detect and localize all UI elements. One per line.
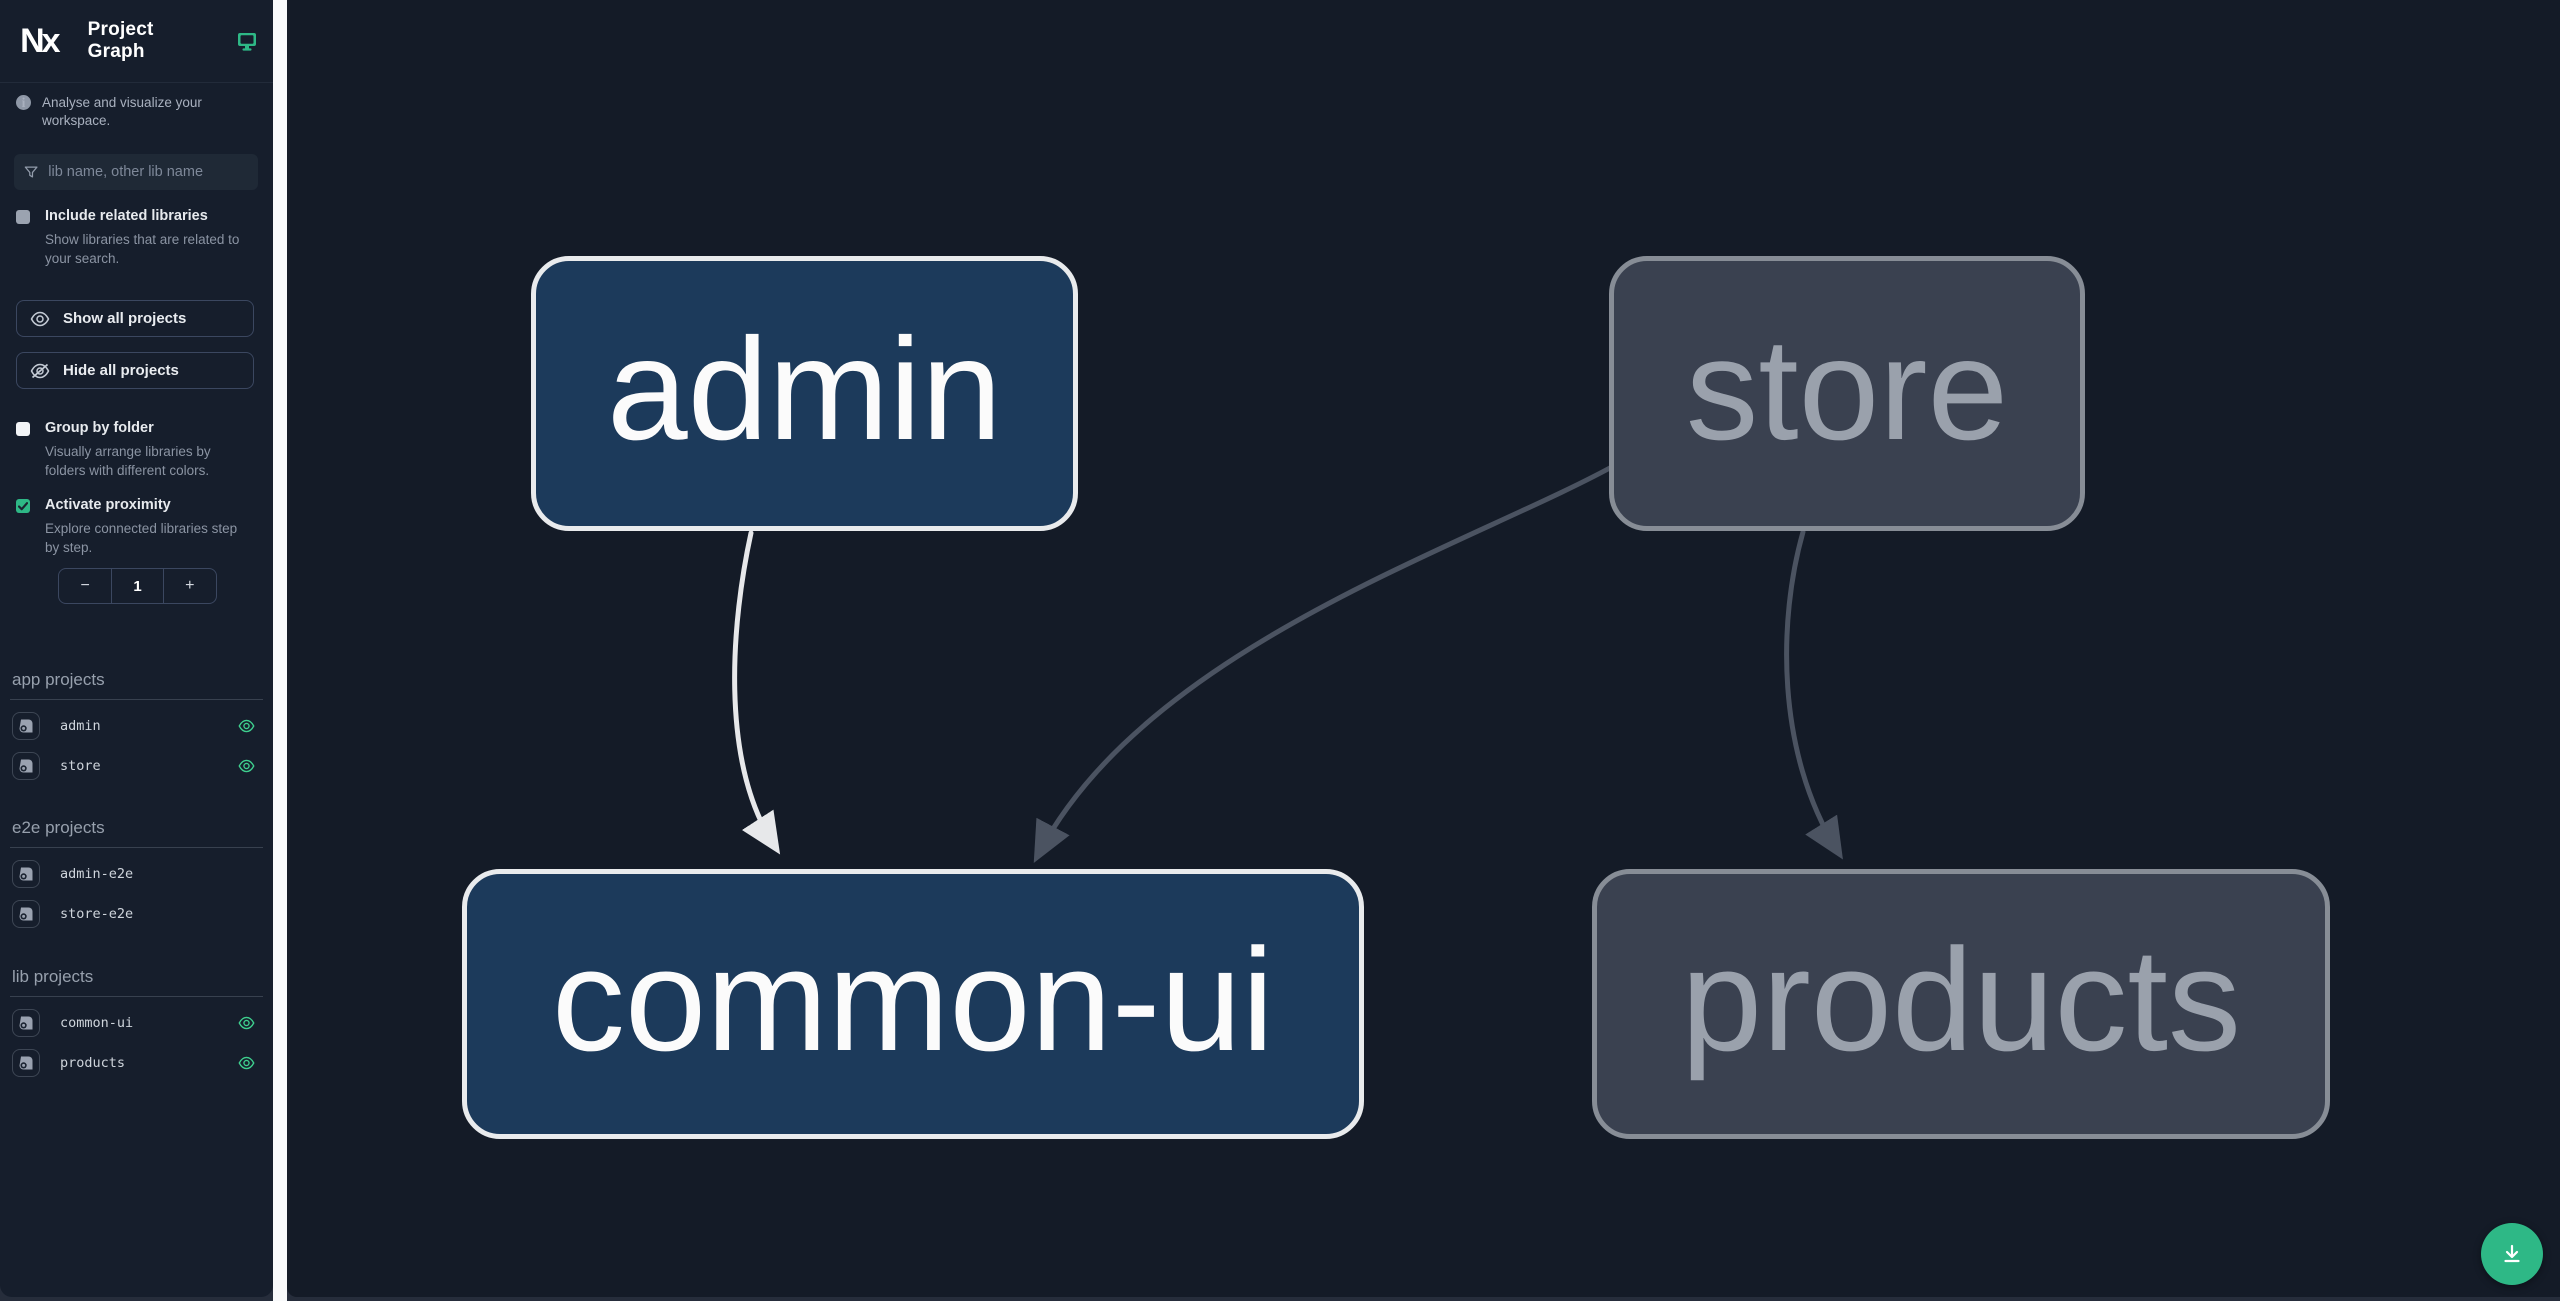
include-related-description: Show libraries that are related to your … (45, 231, 240, 267)
edge-store-to-common-ui[interactable] (1033, 460, 1622, 863)
project-name: admin-e2e (60, 866, 134, 882)
project-name: admin (60, 718, 101, 734)
project-row-store[interactable]: store (12, 752, 263, 780)
node-label: admin (607, 308, 1002, 470)
edge-store-to-products[interactable] (1784, 529, 1843, 860)
proximity-decrement-button[interactable]: − (59, 569, 111, 603)
node-label: products (1681, 918, 2241, 1081)
eye-toggle-icon[interactable] (238, 1056, 255, 1070)
section-title: lib projects (10, 967, 263, 997)
download-icon (2504, 1244, 2520, 1263)
project-row-admin[interactable]: admin (12, 712, 263, 740)
show-all-projects-button[interactable]: Show all projects (16, 300, 254, 337)
project-name: products (60, 1055, 126, 1071)
activate-proximity-checkbox[interactable] (16, 499, 30, 513)
activate-proximity-label: Activate proximity (45, 497, 171, 513)
eye-toggle-icon[interactable] (238, 759, 255, 773)
project-row-common-ui[interactable]: common-ui (12, 1009, 263, 1037)
section-title: e2e projects (10, 818, 263, 848)
hide-all-label: Hide all projects (63, 362, 179, 379)
proximity-increment-button[interactable]: + (164, 569, 216, 603)
eye-off-icon (30, 363, 50, 378)
download-graph-button[interactable] (2481, 1223, 2543, 1285)
funnel-icon (24, 166, 38, 178)
proximity-stepper: − 1 + (58, 568, 217, 604)
project-icon (12, 712, 40, 740)
group-by-folder-label: Group by folder (45, 420, 154, 436)
graph-edges (732, 460, 1843, 863)
eye-icon (30, 311, 50, 326)
section-title: app projects (10, 670, 263, 700)
project-row-admin-e2e[interactable]: admin-e2e (12, 860, 263, 888)
section-app-projects: app projects admin store (10, 670, 263, 792)
show-all-label: Show all projects (63, 310, 187, 327)
option-group-by-folder: Group by folder Visually arrange librari… (16, 420, 261, 480)
project-name: store (60, 758, 101, 774)
graph-canvas[interactable]: admin store common-ui products (287, 0, 2560, 1297)
workspace-intro: i Analyse and visualize your workspace. (16, 94, 263, 129)
graph-node-store[interactable]: store (1609, 256, 2085, 531)
eye-toggle-icon[interactable] (238, 719, 255, 733)
hide-all-projects-button[interactable]: Hide all projects (16, 352, 254, 389)
sidebar: Nx Project Graph i Analyse and visualize… (0, 0, 273, 1297)
group-by-folder-checkbox[interactable] (16, 422, 30, 436)
activate-proximity-description: Explore connected libraries step by step… (45, 520, 238, 556)
page-title: Project Graph (87, 19, 154, 62)
graph-node-products[interactable]: products (1592, 869, 2330, 1139)
eye-toggle-icon[interactable] (238, 1016, 255, 1030)
project-name: store-e2e (60, 906, 134, 922)
project-icon (12, 860, 40, 888)
group-by-folder-description: Visually arrange libraries by folders wi… (45, 443, 211, 479)
node-label: store (1685, 308, 2009, 470)
include-related-checkbox[interactable] (16, 210, 30, 224)
proximity-value[interactable]: 1 (111, 569, 164, 603)
section-lib-projects: lib projects common-ui products (10, 967, 263, 1089)
project-icon (12, 900, 40, 928)
intro-text: Analyse and visualize your workspace. (42, 95, 202, 128)
graph-node-admin[interactable]: admin (531, 256, 1078, 531)
filter-input[interactable] (48, 164, 248, 180)
check-icon (18, 501, 28, 510)
project-row-products[interactable]: products (12, 1049, 263, 1077)
project-icon (12, 752, 40, 780)
section-e2e-projects: e2e projects admin-e2e store-e2e (10, 818, 263, 940)
project-row-store-e2e[interactable]: store-e2e (12, 900, 263, 928)
monitor-icon[interactable] (237, 32, 257, 51)
project-icon (12, 1049, 40, 1077)
filter-input-wrapper (14, 154, 258, 190)
sidebar-header: Nx Project Graph (0, 0, 273, 83)
sidebar-scrollbar[interactable] (273, 0, 287, 1301)
project-icon (12, 1009, 40, 1037)
edge-admin-to-common-ui[interactable] (732, 530, 781, 855)
project-name: common-ui (60, 1015, 134, 1031)
include-related-label: Include related libraries (45, 208, 208, 224)
nx-logo-icon: Nx (20, 21, 61, 60)
option-include-related: Include related libraries Show libraries… (16, 208, 261, 268)
graph-node-common-ui[interactable]: common-ui (462, 869, 1364, 1139)
info-icon: i (16, 95, 31, 110)
option-activate-proximity: Activate proximity Explore connected lib… (16, 497, 261, 557)
node-label: common-ui (551, 918, 1275, 1081)
